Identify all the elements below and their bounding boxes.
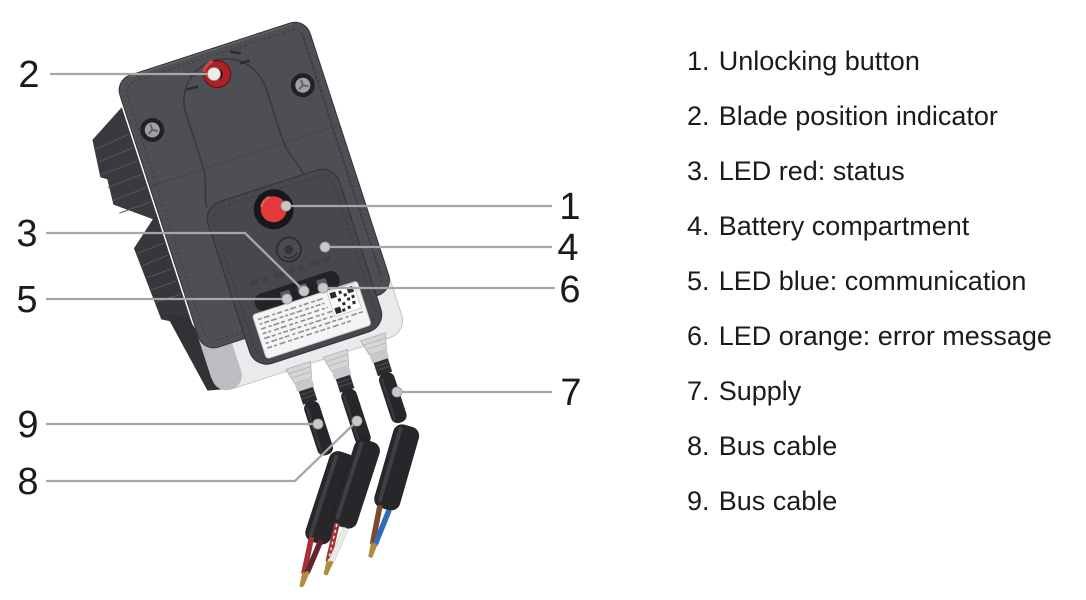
qr-code — [326, 282, 363, 318]
legend-item-number: 3. — [687, 156, 710, 186]
gland-collar — [332, 366, 352, 380]
legend-item-number: 4. — [687, 211, 710, 241]
callout-number-5: 5 — [16, 279, 37, 321]
legend-item-number: 6. — [687, 321, 710, 351]
supply-cable-stub-7 — [378, 372, 407, 424]
legend-item-label: Supply — [718, 376, 802, 406]
legend-item-number: 5. — [687, 266, 710, 296]
callout-number-8: 8 — [17, 461, 38, 503]
leader-dot-3 — [298, 285, 310, 297]
legend-item-label: Unlocking button — [718, 46, 920, 76]
leader-dots — [207, 67, 403, 430]
legend-item-4: 4. Battery compartment — [687, 199, 1082, 254]
legend-item-number: 1. — [687, 46, 710, 76]
product-label — [252, 281, 371, 359]
leader-dot-1 — [280, 200, 292, 212]
screw-left — [140, 117, 165, 142]
legend-item-8: 8. Bus cable — [687, 419, 1082, 474]
top-edge-highlight — [128, 23, 293, 78]
legend-item-2: 2. Blade position indicator — [687, 89, 1082, 144]
cable-glands — [285, 332, 393, 405]
neck-seams — [201, 137, 305, 209]
leader-line-3 — [46, 231, 305, 292]
callout-number-3: 3 — [16, 213, 37, 255]
callout-number-4: 4 — [557, 227, 578, 269]
legend-item-label: Battery compartment — [718, 211, 970, 241]
torx-mark — [298, 79, 309, 90]
leader-dot-7 — [391, 386, 403, 398]
loose-cable-left — [299, 451, 355, 588]
wire-white — [324, 527, 349, 576]
emblem-badge — [275, 236, 302, 263]
callout-number-1: 1 — [559, 186, 580, 228]
unlocking-button — [253, 189, 294, 230]
embossed-marking — [249, 255, 334, 287]
legend-item-label: LED red: status — [718, 156, 905, 186]
gland-collar — [295, 378, 314, 392]
legend-item-7: 7. Supply — [687, 364, 1082, 419]
leader-lines — [46, 72, 555, 483]
legend-item-number: 9. — [687, 486, 710, 516]
legend-item-number: 8. — [687, 431, 710, 461]
wire-blue — [368, 509, 392, 558]
legend-item-label: LED orange: error message — [718, 321, 1052, 351]
wire-ferrule — [324, 560, 334, 576]
legend-item-5: 5. LED blue: communication — [687, 254, 1082, 309]
legend-item-label: Blade position indicator — [718, 101, 998, 131]
leader-dot-5 — [281, 293, 293, 305]
cable-jacket — [374, 424, 420, 511]
leader-dot-8 — [351, 415, 363, 427]
button-red-cap — [260, 196, 287, 223]
leader-dot-2 — [207, 67, 221, 81]
side-seam-line — [300, 31, 381, 276]
leader-dot-6 — [317, 282, 329, 294]
legend-item-number: 7. — [687, 376, 710, 406]
cable-jacket — [331, 439, 380, 529]
leader-dot-4 — [319, 241, 331, 253]
legend-list: 1. Unlocking button 2. Blade position indi… — [687, 34, 1082, 529]
legend-item-label: LED blue: communication — [718, 266, 1027, 296]
indicator-highlight — [202, 59, 214, 73]
callout-number-6: 6 — [559, 269, 580, 311]
leader-line-8 — [46, 420, 358, 483]
screw-right — [290, 73, 315, 98]
legend-item-number: 2. — [687, 101, 710, 131]
legend-item-label: Bus cable — [718, 431, 838, 461]
torx-mark — [147, 124, 159, 135]
loose-cable-middle — [323, 439, 380, 576]
legend-item-9: 9. Bus cable — [687, 474, 1082, 529]
callout-numbers: 1 2 3 4 5 6 7 8 9 — [16, 54, 581, 503]
legend-item-6: 6. LED orange: error message — [687, 309, 1082, 364]
device-illustration — [92, 21, 407, 456]
loose-cable-right — [368, 424, 420, 558]
button-highlight — [260, 195, 271, 208]
body-seam-dotted — [126, 29, 383, 341]
body-fold-line — [151, 124, 339, 187]
callout-number-2: 2 — [18, 54, 39, 96]
callout-number-7: 7 — [560, 372, 581, 414]
legend-item-3: 3. LED red: status — [687, 144, 1082, 199]
legend-item-1: 1. Unlocking button — [687, 34, 1082, 89]
wire-ferrule — [368, 543, 378, 558]
legend-item-label: Bus cable — [718, 486, 838, 516]
wire-dark-red — [300, 539, 324, 586]
callout-number-9: 9 — [17, 404, 38, 446]
leader-dot-9 — [312, 418, 324, 430]
gland-collar — [369, 349, 389, 363]
wire-ferrule — [300, 571, 310, 586]
left-flange-upper — [92, 107, 159, 222]
